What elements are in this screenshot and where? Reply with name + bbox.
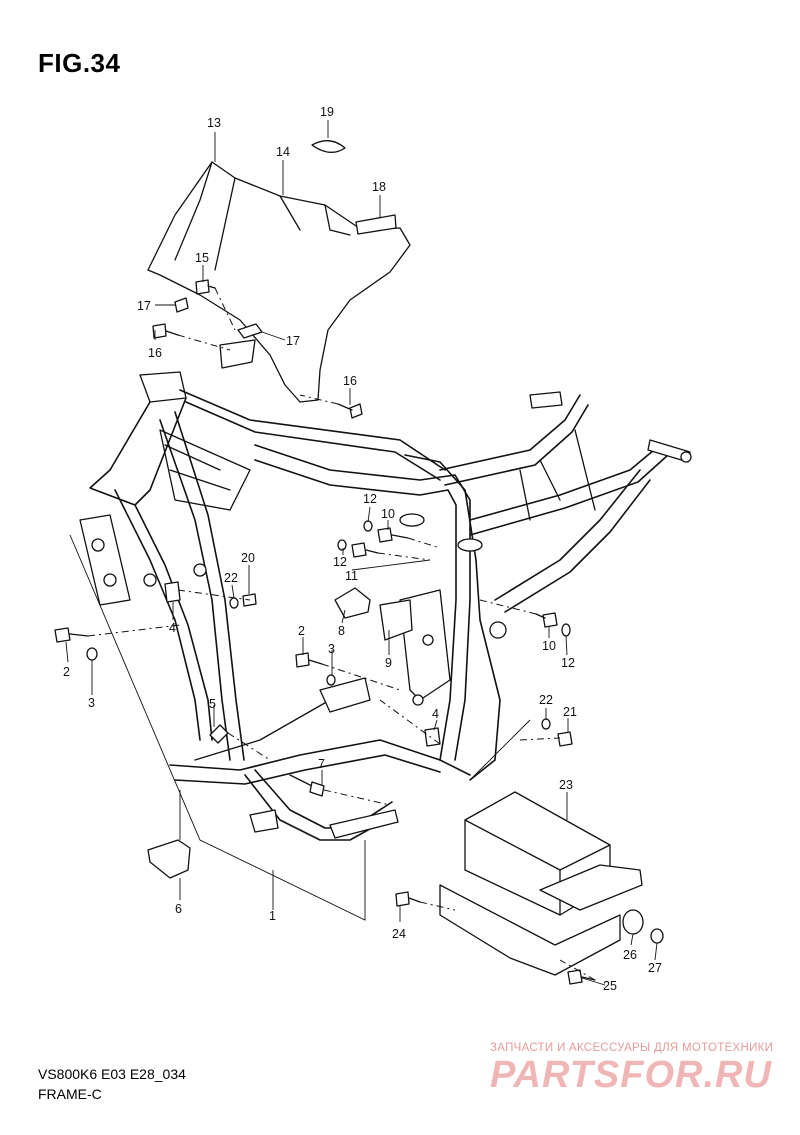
callout-5: 5 bbox=[209, 697, 216, 711]
callout-10-right: 10 bbox=[542, 639, 556, 653]
callout-24: 24 bbox=[392, 927, 406, 941]
callout-16-right: 16 bbox=[343, 374, 357, 388]
callout-22-right: 22 bbox=[539, 693, 553, 707]
callout-2-mid: 2 bbox=[298, 624, 305, 638]
callout-3-mid: 3 bbox=[328, 642, 335, 656]
callout-6: 6 bbox=[175, 902, 182, 916]
callout-17-left: 17 bbox=[137, 299, 151, 313]
callout-8: 8 bbox=[338, 624, 345, 638]
main-frame-drawing bbox=[69, 371, 692, 921]
watermark-logo: PARTSFOR.RU bbox=[490, 1054, 772, 1096]
callout-4-left: 4 bbox=[169, 621, 176, 635]
callout-12-mid: 12 bbox=[333, 555, 347, 569]
callout-7: 7 bbox=[318, 757, 325, 771]
callout-12-top: 12 bbox=[363, 492, 377, 506]
side-cover-drawing bbox=[147, 140, 411, 403]
hardware-drawing bbox=[54, 279, 596, 985]
callout-9: 9 bbox=[385, 656, 392, 670]
callout-3-left: 3 bbox=[88, 696, 95, 710]
callout-15: 15 bbox=[195, 251, 209, 265]
callout-18: 18 bbox=[372, 180, 386, 194]
section-name: FRAME-C bbox=[38, 1086, 102, 1102]
callout-14: 14 bbox=[276, 145, 290, 159]
callout-19: 19 bbox=[320, 105, 334, 119]
callout-27: 27 bbox=[648, 961, 662, 975]
figure-title: FIG.34 bbox=[38, 48, 121, 78]
callout-23: 23 bbox=[559, 778, 573, 792]
callout-17-right: 17 bbox=[286, 334, 300, 348]
battery-case-drawing bbox=[439, 791, 664, 976]
callout-25: 25 bbox=[603, 979, 617, 993]
callout-21: 21 bbox=[563, 705, 577, 719]
callout-1: 1 bbox=[269, 909, 276, 923]
callout-16-left: 16 bbox=[148, 346, 162, 360]
model-code: VS800K6 E03 E28_034 bbox=[38, 1066, 186, 1082]
callout-2-left: 2 bbox=[63, 665, 70, 679]
callout-11: 11 bbox=[345, 569, 358, 583]
callout-10-top: 10 bbox=[381, 507, 395, 521]
callout-4-right: 4 bbox=[432, 707, 439, 721]
callout-20: 20 bbox=[241, 551, 255, 565]
callout-13: 13 bbox=[207, 116, 221, 130]
callout-labels: 13 14 19 18 15 17 17 16 16 12 10 12 11 2… bbox=[63, 105, 662, 993]
callout-22-left: 22 bbox=[224, 571, 238, 585]
watermark-tagline: ЗАПЧАСТИ И АКСЕССУАРЫ ДЛЯ МОТОТЕХНИКИ bbox=[490, 1042, 774, 1054]
callout-12-right: 12 bbox=[561, 656, 575, 670]
callout-26: 26 bbox=[623, 948, 637, 962]
leader-lines bbox=[65, 120, 658, 986]
